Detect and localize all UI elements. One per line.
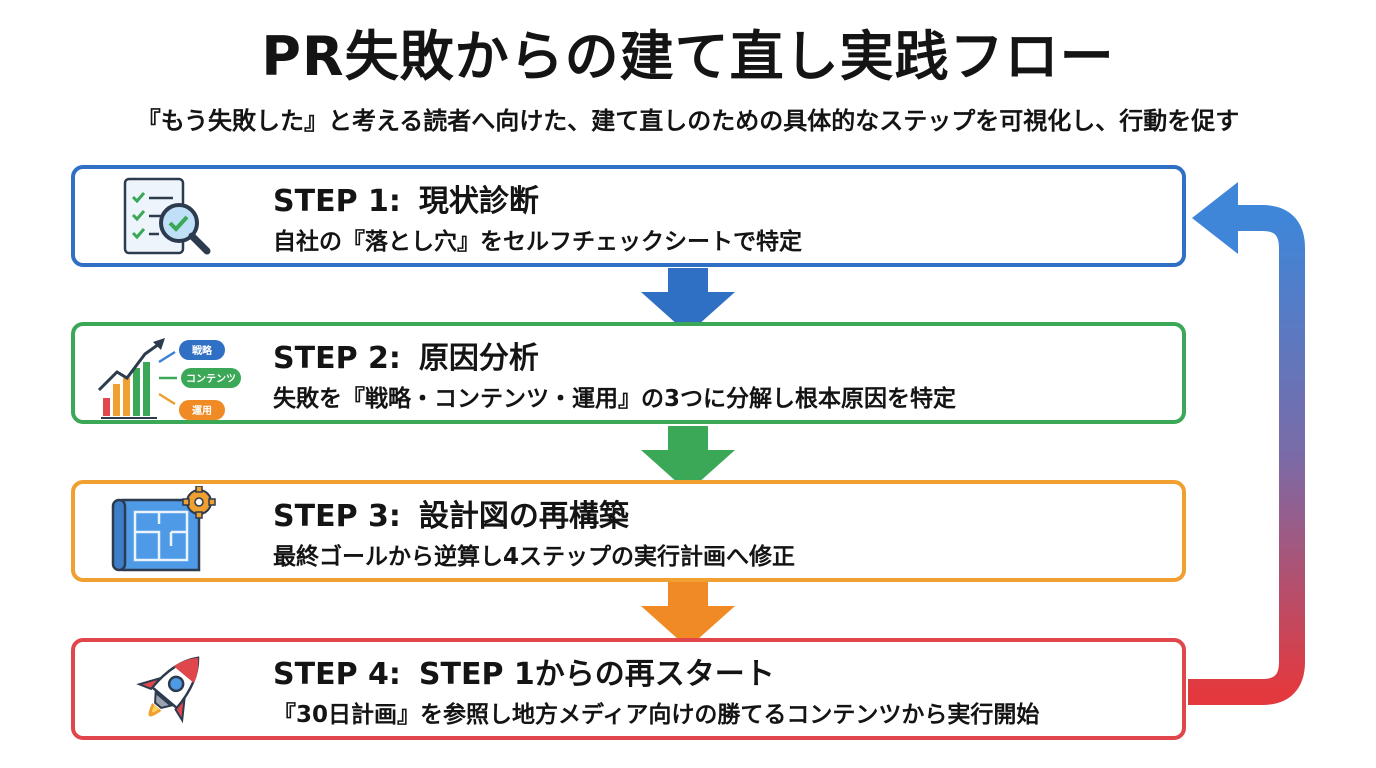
rocket-icon bbox=[136, 656, 200, 724]
step-4-label: STEP 4: bbox=[273, 657, 401, 692]
step-4-name: STEP 1からの再スタート bbox=[418, 657, 775, 692]
step-3-description: 最終ゴールから逆算し4ステップの実行計画へ修正 bbox=[273, 544, 796, 570]
checklist-magnifier-icon bbox=[123, 177, 211, 255]
chip-operation: 運用 bbox=[192, 405, 212, 417]
step-2-title: STEP 2: 原因分析 bbox=[273, 340, 539, 378]
step-1-description: 自社の『落とし穴』をセルフチェックシートで特定 bbox=[273, 229, 802, 255]
gear-icon bbox=[182, 486, 216, 519]
step-1-label: STEP 1: bbox=[273, 184, 401, 219]
step-1-card: STEP 1: 現状診断 自社の『落とし穴』をセルフチェックシートで特定 bbox=[71, 165, 1186, 267]
down-arrow-3 bbox=[641, 582, 735, 648]
blueprint-gear-icon bbox=[111, 486, 216, 572]
step-3-label: STEP 3: bbox=[273, 499, 401, 534]
chip-strategy: 戦略 bbox=[192, 344, 213, 357]
step-3-card: STEP 3: 設計図の再構築 最終ゴールから逆算し4ステップの実行計画へ修正 bbox=[71, 480, 1186, 582]
step-2-label: STEP 2: bbox=[273, 341, 401, 376]
step-3-title: STEP 3: 設計図の再構築 bbox=[273, 498, 629, 536]
down-arrow-2 bbox=[641, 426, 735, 492]
step-1-name: 現状診断 bbox=[418, 184, 539, 219]
step-1-title: STEP 1: 現状診断 bbox=[273, 183, 539, 221]
step-3-name: 設計図の再構築 bbox=[418, 499, 629, 534]
growth-chart-icon: 戦略 コンテンツ 運用 bbox=[97, 338, 241, 420]
step-4-description: 『30日計画』を参照し地方メディア向けの勝てるコンテンツから実行開始 bbox=[273, 702, 1040, 728]
page-title: PR失敗からの建て直し実践フロー bbox=[261, 25, 1115, 88]
step-4-card: STEP 4: STEP 1からの再スタート 『30日計画』を参照し地方メディア向… bbox=[71, 638, 1186, 740]
step-2-name: 原因分析 bbox=[418, 341, 539, 376]
chip-content: コンテンツ bbox=[186, 373, 236, 385]
down-arrow-1 bbox=[641, 268, 735, 334]
step-2-card: 戦略 コンテンツ 運用 STEP 2: 原因分析 失敗を『戦略・コンテンツ・運用』… bbox=[71, 322, 1186, 424]
page-subtitle: 『もう失敗した』と考える読者へ向けた、建て直しのための具体的なステップを可視化し… bbox=[136, 107, 1240, 135]
step-4-title: STEP 4: STEP 1からの再スタート bbox=[273, 656, 775, 694]
step-2-description: 失敗を『戦略・コンテンツ・運用』の3つに分解し根本原因を特定 bbox=[273, 386, 957, 412]
